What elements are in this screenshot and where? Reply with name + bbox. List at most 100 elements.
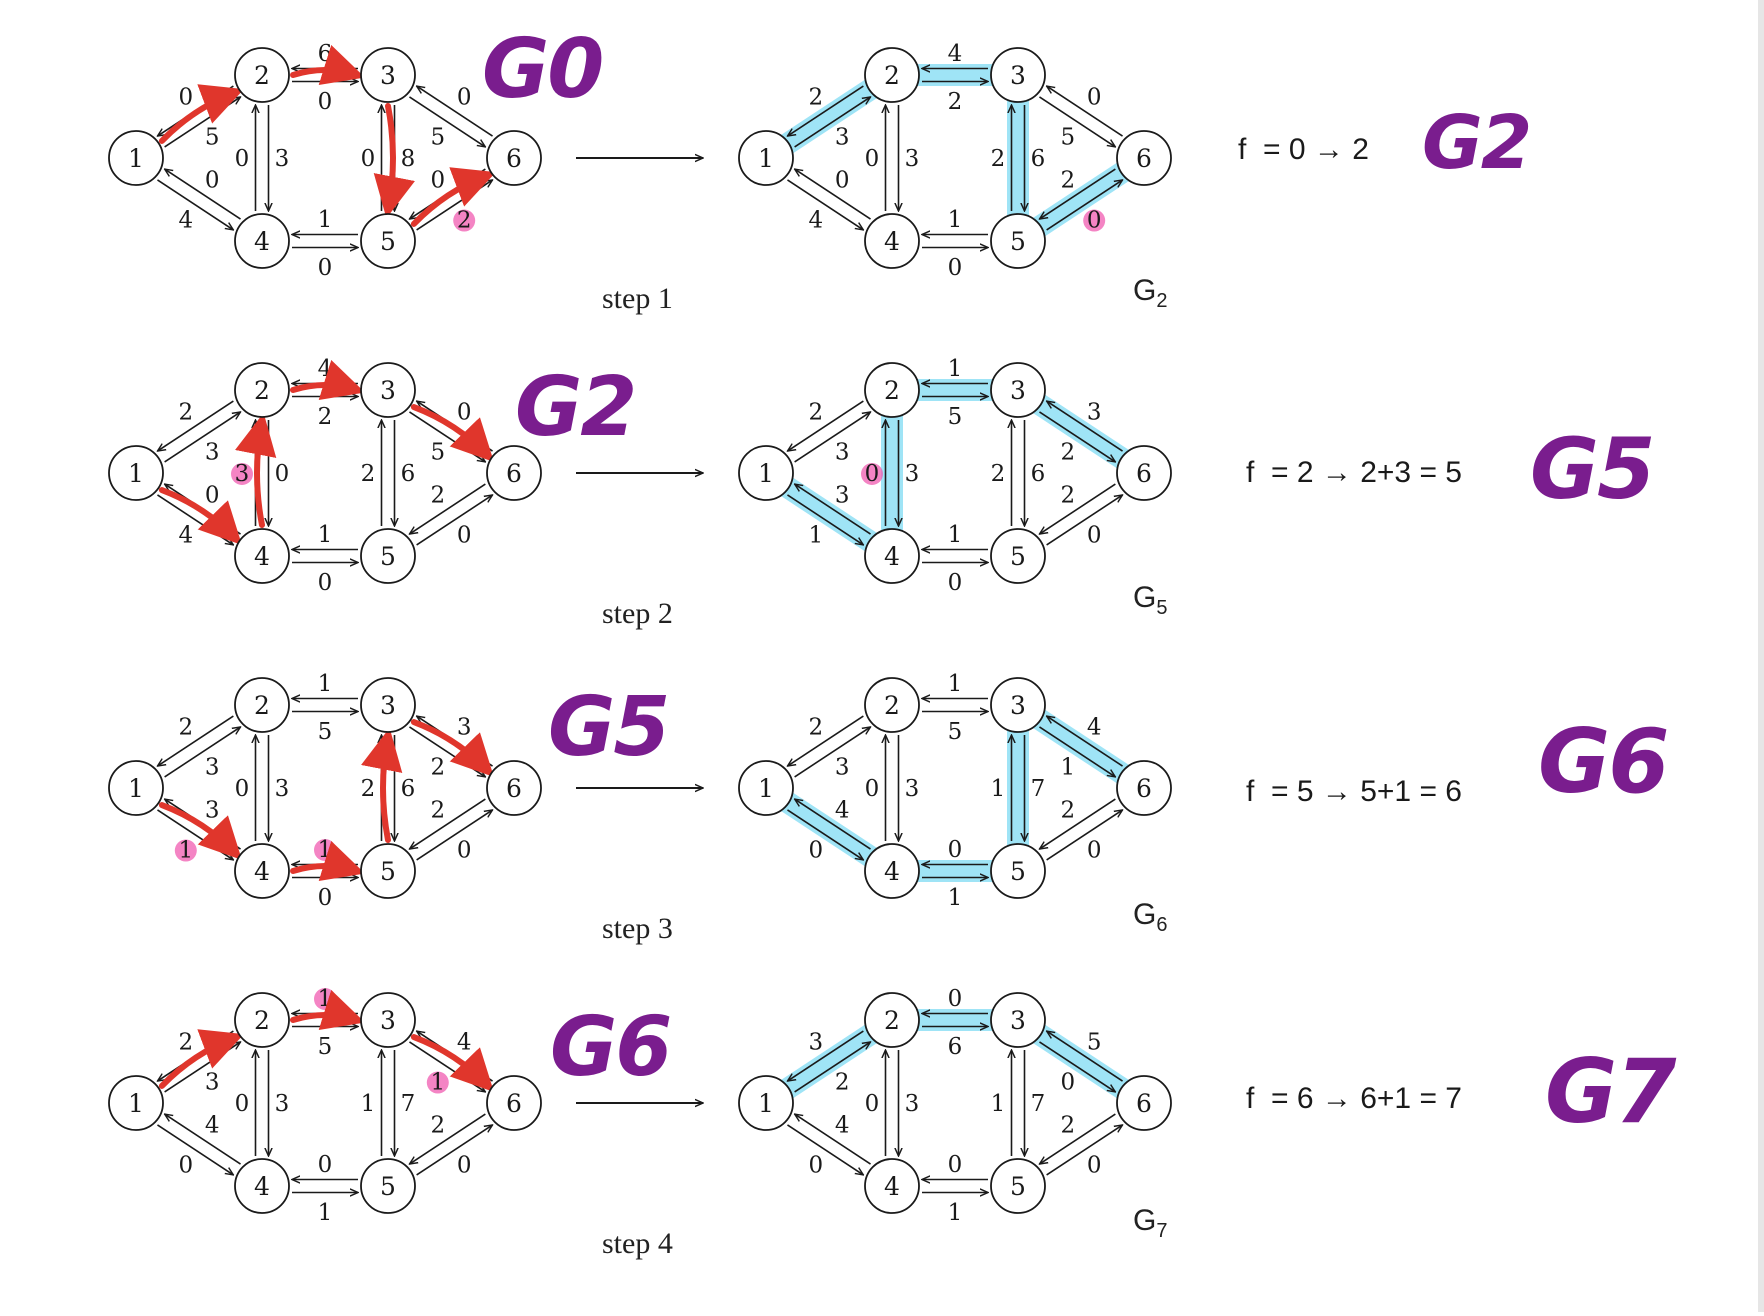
capacity-label-35: 7 xyxy=(1031,776,1046,802)
capacity-label-56: 0 xyxy=(1087,523,1102,549)
edge-4-1 xyxy=(165,1114,241,1165)
node-1 xyxy=(738,1075,794,1131)
edge-5-6 xyxy=(1046,1125,1123,1176)
node-label-4: 4 xyxy=(884,857,900,886)
node-3 xyxy=(990,677,1046,733)
step-4-label: step 4 xyxy=(602,1227,673,1260)
node-2 xyxy=(234,992,290,1048)
capacity-label-35: 7 xyxy=(401,1091,416,1117)
capacity-label-32: 5 xyxy=(318,719,333,745)
capacity-label-45: 0 xyxy=(948,837,963,863)
capacity-label-35: 6 xyxy=(1031,146,1046,172)
capacity-label-24: 3 xyxy=(905,461,920,487)
step-2-label: step 2 xyxy=(602,597,673,630)
step-3-label: step 3 xyxy=(602,912,673,945)
capacity-label-56: 0 xyxy=(457,838,472,864)
pink-mark-36 xyxy=(426,1071,449,1094)
node-label-3: 3 xyxy=(380,1006,396,1035)
node-1 xyxy=(738,760,794,816)
capacity-label-36: 5 xyxy=(1060,125,1075,151)
node-1 xyxy=(738,130,794,186)
node-label-3: 3 xyxy=(1010,376,1026,405)
node-6 xyxy=(1116,445,1172,501)
step-1-label: step 1 xyxy=(602,282,673,315)
graph-label-g6: G6 xyxy=(1133,898,1168,936)
edge-4-1 xyxy=(795,799,871,850)
node-label-4: 4 xyxy=(884,542,900,571)
node-label-6: 6 xyxy=(506,774,522,803)
capacity-label-12: 3 xyxy=(205,440,220,466)
capacity-label-45: 1 xyxy=(948,522,963,548)
edge-1-2 xyxy=(164,1042,241,1093)
edge-1-4 xyxy=(157,179,233,230)
capacity-label-56: 2 xyxy=(457,208,472,234)
capacity-label-63: 3 xyxy=(457,714,472,740)
handwritten-result-g7: G7 xyxy=(1545,1040,1676,1143)
capacity-label-42: 3 xyxy=(235,461,250,487)
augmenting-path-arrow-1 xyxy=(290,840,366,882)
capacity-label-24: 3 xyxy=(275,1091,290,1117)
capacity-label-42: 0 xyxy=(235,146,250,172)
capacity-label-56: 0 xyxy=(1087,208,1102,234)
capacity-label-14: 4 xyxy=(178,208,193,234)
capacity-label-54: 1 xyxy=(948,1200,963,1226)
capacity-label-65: 2 xyxy=(1060,167,1075,193)
edge-5-6 xyxy=(416,495,493,546)
node-label-2: 2 xyxy=(254,61,270,90)
capacity-label-32: 6 xyxy=(948,1034,963,1060)
node-6 xyxy=(1116,1075,1172,1131)
node-label-6: 6 xyxy=(1136,774,1152,803)
capacity-label-32: 2 xyxy=(318,404,333,430)
node-3 xyxy=(360,362,416,418)
capacity-label-14: 1 xyxy=(178,838,193,864)
node-2 xyxy=(864,362,920,418)
capacity-label-65: 2 xyxy=(1060,1112,1075,1138)
capacity-label-41: 4 xyxy=(205,1112,220,1138)
capacity-label-14: 4 xyxy=(178,523,193,549)
capacity-label-54: 0 xyxy=(318,885,333,911)
capacity-label-32: 5 xyxy=(948,719,963,745)
capacity-label-14: 0 xyxy=(808,1153,823,1179)
node-label-4: 4 xyxy=(254,542,270,571)
capacity-label-14: 4 xyxy=(808,208,823,234)
node-label-5: 5 xyxy=(1010,227,1026,256)
capacity-label-53: 2 xyxy=(361,461,376,487)
capacity-label-12: 2 xyxy=(835,1070,850,1096)
capacity-label-35: 6 xyxy=(1031,461,1046,487)
capacity-label-54: 0 xyxy=(318,570,333,596)
edge-3-6 xyxy=(409,411,485,462)
capacity-label-36: 2 xyxy=(1060,440,1075,466)
edge-5-6 xyxy=(1046,495,1123,546)
augmenting-path-arrow-3 xyxy=(410,167,496,227)
edge-1-4 xyxy=(787,179,863,230)
node-5 xyxy=(360,843,416,899)
node-label-2: 2 xyxy=(254,376,270,405)
capacity-label-41: 3 xyxy=(205,797,220,823)
capacity-label-21: 3 xyxy=(808,1029,823,1055)
edge-5-6 xyxy=(416,1125,493,1176)
capacity-label-56: 0 xyxy=(1087,1153,1102,1179)
capacity-label-53: 0 xyxy=(361,146,376,172)
handwritten-g5-step3: G5 xyxy=(548,680,670,775)
node-6 xyxy=(486,760,542,816)
capacity-label-63: 0 xyxy=(457,84,472,110)
node-2 xyxy=(234,47,290,103)
graph-label-g5: G5 xyxy=(1133,581,1168,619)
augmenting-path-arrow-2 xyxy=(361,727,403,843)
node-6 xyxy=(486,130,542,186)
node-label-3: 3 xyxy=(1010,691,1026,720)
node-5 xyxy=(990,1158,1046,1214)
capacity-label-12: 5 xyxy=(205,125,220,151)
capacity-label-12: 3 xyxy=(205,755,220,781)
node-4 xyxy=(864,213,920,269)
edge-1-2 xyxy=(164,727,241,778)
node-4 xyxy=(864,843,920,899)
edge-5-6 xyxy=(416,810,493,861)
node-label-5: 5 xyxy=(1010,1172,1026,1201)
edge-4-1 xyxy=(795,169,871,220)
node-label-1: 1 xyxy=(128,774,144,803)
capacity-label-63: 3 xyxy=(1087,399,1102,425)
node-label-6: 6 xyxy=(1136,459,1152,488)
